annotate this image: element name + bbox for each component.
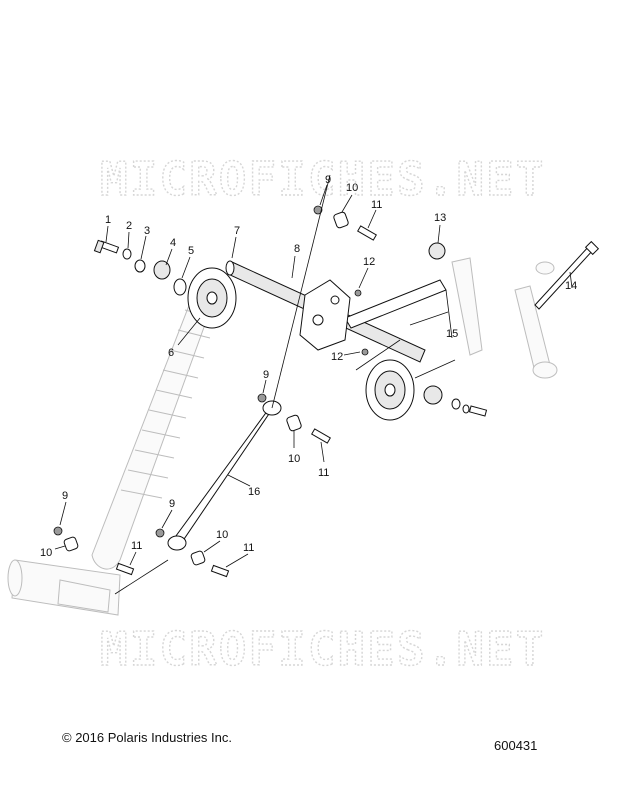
diagram-number: 600431 [494,738,538,753]
long-bolt [534,240,600,310]
callout-11-low: 11 [243,542,254,554]
callout-2: 2 [126,220,132,232]
callout-6: 6 [168,347,174,359]
hardware-upper-left [93,239,187,296]
shock-absorber-ghost [7,287,216,616]
idler-wheel-left [187,267,237,329]
callout-10-left: 10 [40,547,52,559]
callout-12-top: 12 [363,256,375,268]
callout-9-left: 9 [62,490,68,502]
callout-5: 5 [188,245,194,257]
callout-4: 4 [170,237,176,249]
callout-11-left: 11 [131,540,142,552]
callout-7: 7 [234,225,240,237]
callout-10-mid: 10 [288,453,300,465]
callouts: 1 2 3 4 5 6 7 8 9 10 11 12 12 13 14 15 9… [40,174,577,559]
callout-10-low: 10 [216,529,228,541]
callout-13: 13 [434,212,446,224]
cross-shaft [344,279,447,329]
callout-3: 3 [144,225,150,237]
callout-14: 14 [565,280,577,292]
callout-9-low: 9 [169,498,175,510]
callout-10-top: 10 [346,182,358,194]
link-rod [167,400,282,551]
idler-wheel-right [365,359,415,421]
callout-16: 16 [248,486,260,498]
leader-lines [54,174,573,595]
callout-12-mid: 12 [331,351,343,363]
mount-bracket-ghost [451,257,558,379]
hardware-right [423,385,488,417]
watermark-bottom: MICROFICHES.NET [100,622,545,676]
callout-8: 8 [294,243,300,255]
callout-9-mid: 9 [263,369,269,381]
callout-15: 15 [446,328,458,340]
callout-9-top: 9 [325,174,331,186]
callout-1: 1 [105,214,111,226]
callout-11-mid: 11 [318,467,329,479]
copyright-text: © 2016 Polaris Industries Inc. [62,730,232,745]
small-parts [53,205,446,578]
pivot-arm [299,279,351,351]
callout-11-top: 11 [371,199,382,211]
watermark-top: MICROFICHES.NET [100,152,545,206]
